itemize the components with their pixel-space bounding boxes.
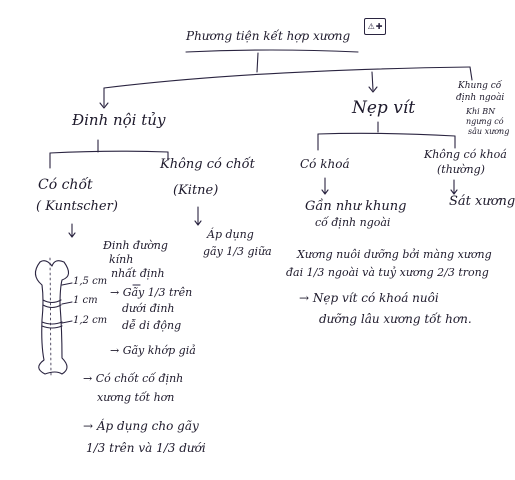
left-bottom-note-4: 1/3 trên và 1/3 dưới	[86, 441, 206, 455]
right-sub-a-note-1: Gần như khung	[305, 199, 407, 214]
right-top-note-1: Khung cố	[458, 81, 502, 91]
bone-note-b2: dưới đinh	[122, 302, 175, 315]
right-sub-b-line1: Không có khoá	[424, 148, 507, 161]
warning-icon: ⚠	[367, 21, 375, 31]
right-sub-b-line2: (thường)	[437, 163, 485, 176]
left-sub-b-line2: (Kitne)	[173, 183, 219, 198]
right-top-note-5: sâu xương	[468, 127, 510, 136]
right-sub-b-note: Sát xương	[449, 194, 515, 209]
bone-note-b3: dễ di động	[122, 319, 182, 332]
right-sub-a: Có khoá	[300, 157, 350, 171]
left-bottom-note-2: xương tốt hơn	[97, 391, 175, 404]
bone-note-b1: → Gãy 1/3 trên	[110, 286, 193, 299]
left-branch-title: Đinh nội tủy	[72, 111, 166, 129]
diagram-title: Phương tiện kết hợp xương	[186, 29, 351, 43]
left-sub-a-line2: ( Kuntscher)	[36, 199, 118, 214]
plus-icon: ✚	[375, 21, 383, 31]
left-bottom-note-1: → Có chốt cố định	[83, 372, 184, 385]
right-para-1: Xương nuôi dưỡng bởi màng xương	[297, 248, 492, 261]
left-sub-a-line1: Có chốt	[38, 177, 93, 193]
left-sub-b-note-line2: gãy 1/3 giữa	[203, 245, 272, 258]
bone-note-a2: kính	[109, 253, 134, 266]
femur-bone-sketch	[34, 257, 70, 377]
right-para-2: đai 1/3 ngoài và tuỷ xương 2/3 trong	[286, 266, 489, 279]
bone-measure-1: 1,5 cm	[73, 276, 108, 287]
right-para-3: → Nẹp vít có khoá nuôi	[299, 291, 439, 305]
bone-note-a3: nhất định	[111, 267, 165, 280]
right-top-note-2: định ngoài	[456, 93, 505, 103]
root-badge: ⚠ ✚	[364, 18, 386, 35]
right-sub-a-note-2: cố định ngoài	[315, 216, 391, 229]
bone-measure-2: 1 cm	[73, 295, 98, 306]
right-para-4: dưỡng lâu xương tốt hơn.	[319, 312, 472, 326]
bone-note-a1: Đinh đường	[103, 239, 168, 252]
left-sub-b-note-line1: Áp dụng	[207, 228, 254, 241]
bone-note-c1: → Gãy khớp giả	[110, 344, 196, 357]
left-sub-b-line1: Không có chốt	[160, 157, 255, 172]
right-branch-title: Nẹp vít	[352, 98, 416, 118]
right-top-note-3: Khi BN	[466, 107, 496, 116]
right-top-note-4: ngưng có	[466, 117, 504, 126]
left-bottom-note-3: → Áp dụng cho gãy	[83, 419, 199, 433]
bone-measure-3: 1,2 cm	[73, 315, 108, 326]
